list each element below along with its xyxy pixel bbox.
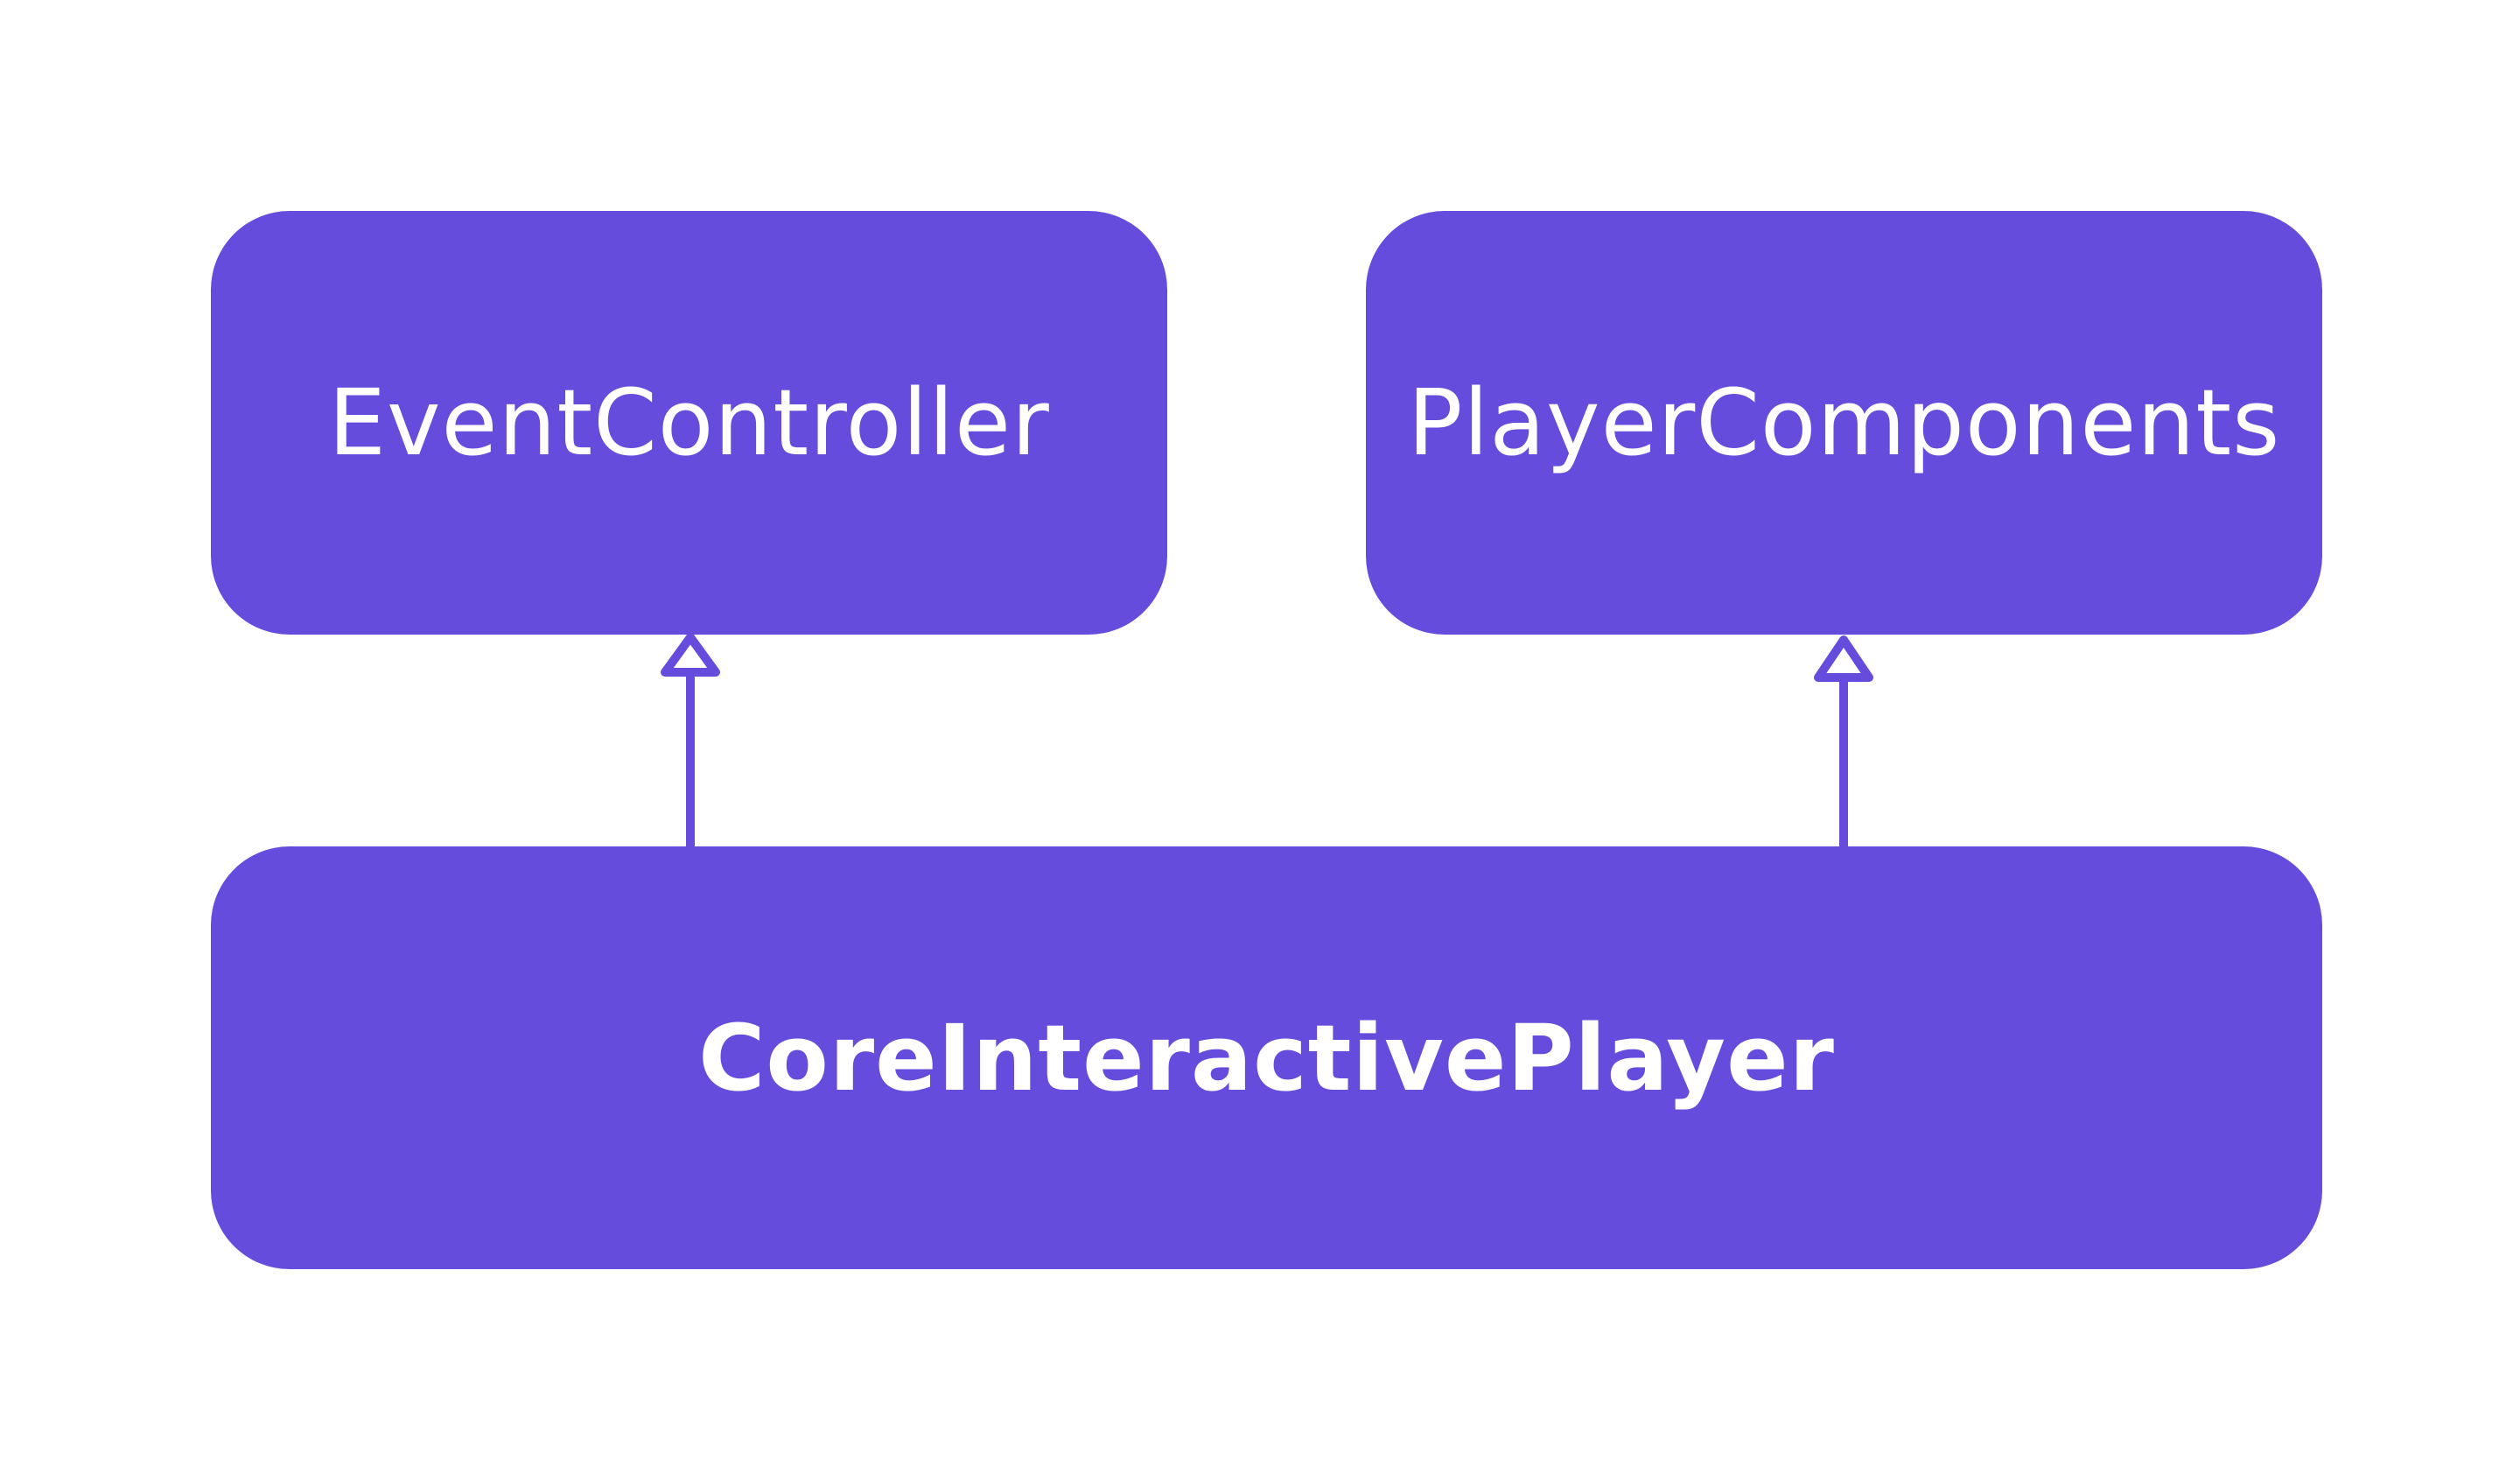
arrowhead-icon [1814,635,1873,682]
node-player-components: PlayerComponents [1366,211,2322,635]
node-label: PlayerComponents [1407,369,2281,476]
node-label: EventController [328,369,1050,476]
edge-core-to-event-controller [661,633,720,846]
node-event-controller: EventController [211,211,1167,635]
edge-core-to-player-components [1814,635,1873,846]
arrowhead-icon [661,633,720,677]
node-core-interactive-player: CoreInteractivePlayer [211,846,2322,1269]
node-label: CoreInteractivePlayer [698,1004,1835,1112]
